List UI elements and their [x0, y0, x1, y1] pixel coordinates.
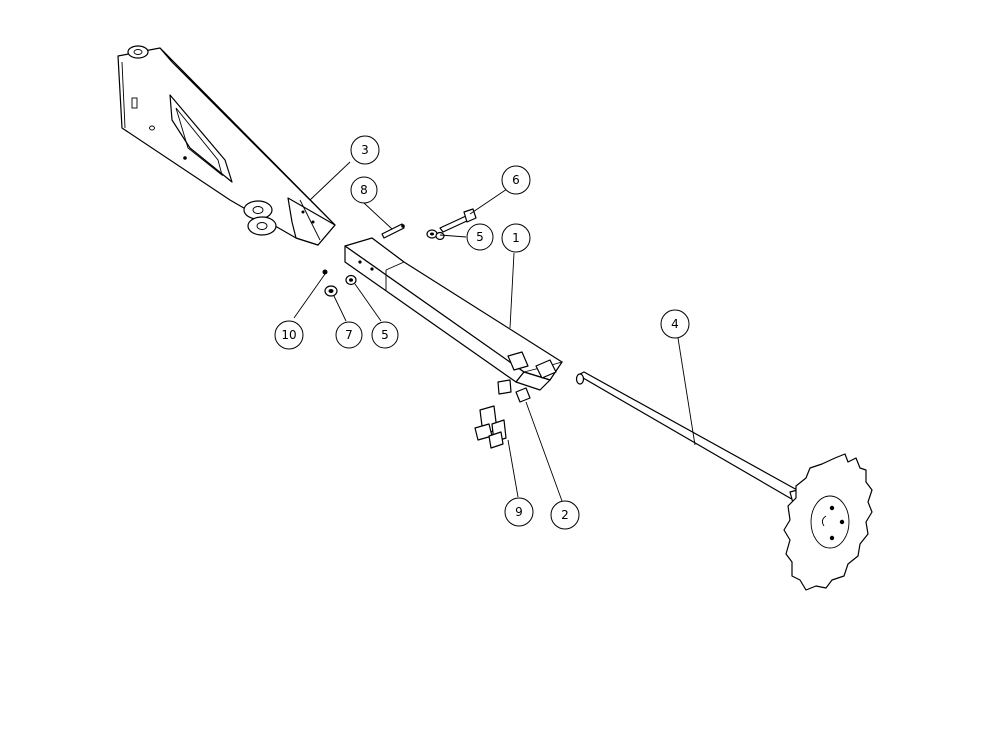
callout-2: 2 — [550, 500, 580, 530]
mounting-bracket — [117, 45, 336, 246]
callout-10-label: 10 — [281, 328, 296, 342]
bolt-pair — [474, 379, 512, 449]
callout-5a: 5 — [466, 223, 494, 251]
shaft-with-disc — [575, 371, 873, 591]
callout-4-label: 4 — [671, 317, 679, 331]
callout-10: 10 — [274, 320, 304, 350]
callout-1-label: 1 — [512, 231, 520, 245]
callout-1: 1 — [501, 223, 531, 253]
callout-5b: 5 — [371, 321, 399, 349]
long-bolt — [439, 208, 477, 233]
callout-9-label: 9 — [515, 505, 523, 519]
callout-7-label: 7 — [345, 328, 353, 342]
main-tube — [344, 237, 564, 391]
lock-pin — [322, 269, 328, 275]
washer-upper — [426, 229, 445, 241]
callout-6-label: 6 — [512, 173, 520, 187]
callout-8: 8 — [350, 176, 378, 204]
callout-7: 7 — [335, 321, 363, 349]
callout-2-label: 2 — [561, 508, 569, 522]
square-nut — [515, 387, 531, 403]
callout-3-label: 3 — [361, 143, 369, 157]
washer-lower — [345, 274, 357, 286]
callout-5b-label: 5 — [381, 328, 389, 342]
leader-lines — [293, 161, 696, 502]
nut — [324, 285, 338, 297]
pin — [381, 223, 405, 239]
callout-9: 9 — [504, 497, 534, 527]
callout-5a-label: 5 — [476, 230, 484, 244]
callout-6: 6 — [501, 165, 531, 195]
callout-4: 4 — [660, 309, 690, 339]
callout-3: 3 — [350, 135, 380, 165]
callout-8-label: 8 — [360, 183, 368, 197]
